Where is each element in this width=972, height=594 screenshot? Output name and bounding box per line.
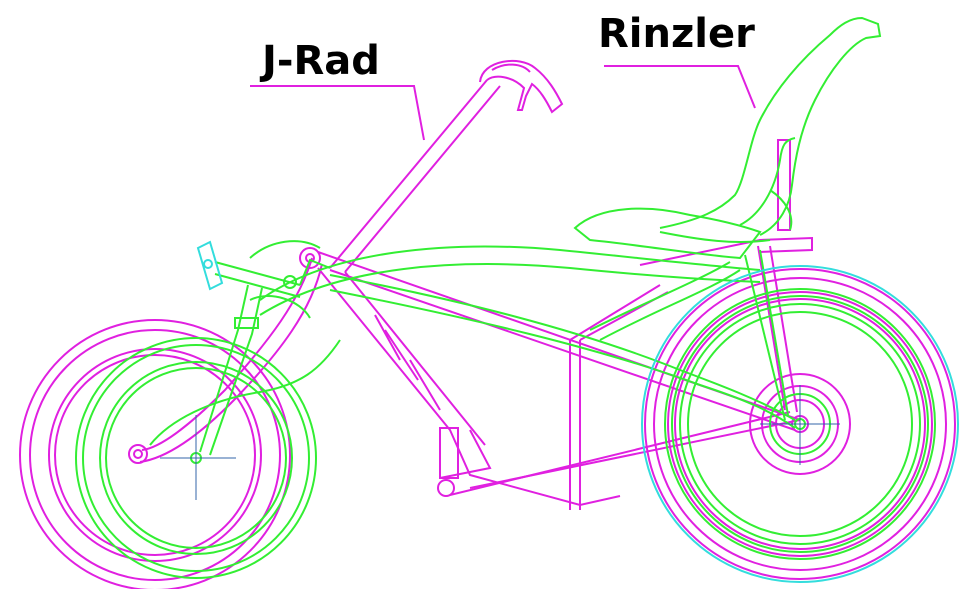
j-rad-bike (19, 59, 956, 591)
j-rad-label: J-Rad (262, 38, 380, 84)
rinzler-leader-line (604, 65, 756, 109)
handlebar-grip (196, 240, 224, 291)
rinzler-bike (75, 16, 936, 579)
center-markers (160, 385, 840, 500)
rinzler-frame (149, 16, 882, 456)
j-rad-leader-line (250, 85, 425, 141)
rinzler-label: Rinzler (598, 11, 755, 57)
j-rad-rear-wheel (644, 268, 956, 580)
rear-wheel-outline (641, 265, 959, 583)
j-rad-frame (139, 59, 813, 510)
rinzler-front-wheel (75, 337, 317, 579)
